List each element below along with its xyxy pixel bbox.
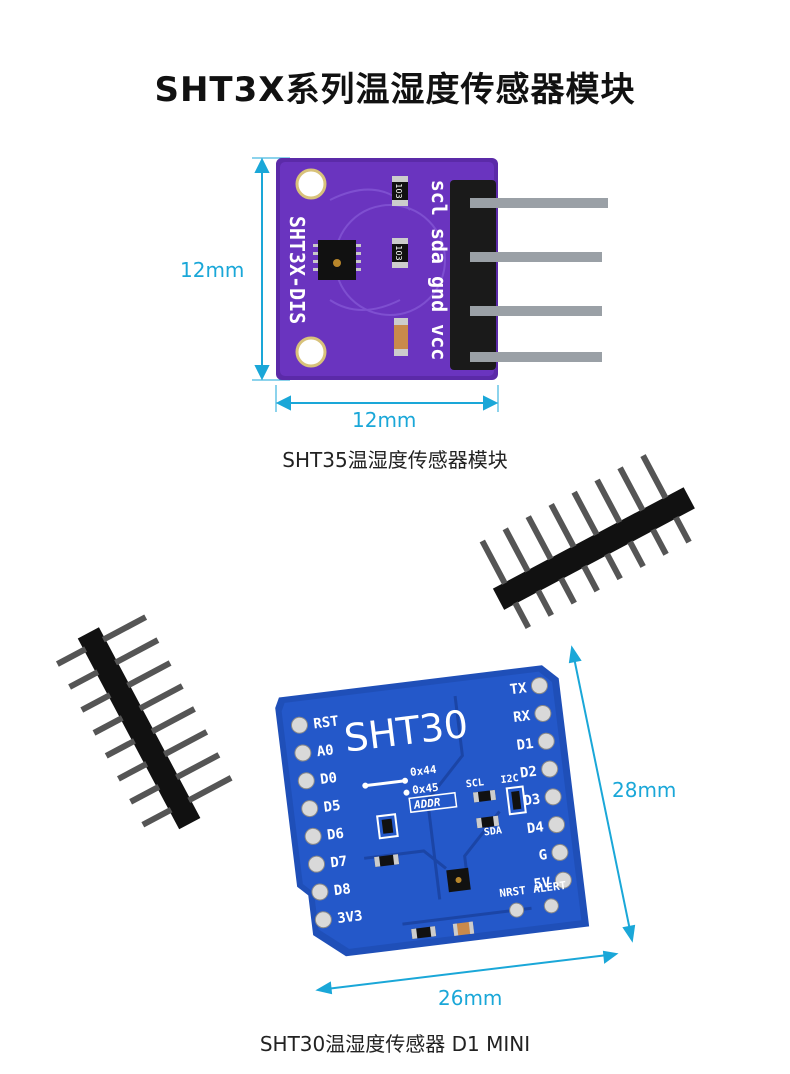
bottom-pin-nrst: NRST — [499, 884, 527, 900]
alert-pad — [543, 898, 559, 914]
module1-caption: SHT35温湿度传感器模块 — [282, 448, 508, 472]
mount-hole-top — [295, 168, 327, 200]
module2-caption: SHT30温湿度传感器 D1 MINI — [259, 1032, 531, 1056]
loose-header-right — [479, 454, 695, 629]
page-title: SHT3X系列温湿度传感器模块 — [154, 70, 636, 110]
left-pin-label: 3V3 — [336, 908, 363, 927]
module1-dimension-lines — [252, 157, 499, 412]
right-pin-label: D4 — [526, 819, 545, 837]
left-pin-label: A0 — [316, 742, 335, 760]
i2c-label-i2c: I2C — [500, 773, 519, 786]
left-pin-pads — [290, 716, 332, 929]
module1-pin-labels: scl sda gnd vcc — [427, 180, 451, 361]
module1-width-label: 12mm — [352, 408, 417, 432]
module2-width-label: 26mm — [438, 986, 503, 1010]
left-pin-label: RST — [313, 713, 340, 732]
left-pin-label: D5 — [323, 798, 342, 816]
right-pin-label: D2 — [519, 764, 538, 782]
addr-option-1: 0x44 — [409, 763, 437, 779]
module2-height-label: 28mm — [612, 778, 677, 802]
resistor-code-2: 103 — [394, 245, 403, 260]
right-pin-label: D3 — [523, 791, 542, 809]
right-pin-label: G — [538, 847, 548, 864]
smd-parts — [374, 785, 527, 940]
loose-header-left — [55, 614, 233, 830]
module1-pin-header — [450, 180, 496, 370]
module2-dimension-lines — [315, 645, 636, 995]
i2c-label-scl: SCL — [465, 777, 484, 790]
left-pin-label: D7 — [330, 853, 349, 871]
nrst-pad — [509, 902, 525, 918]
right-pin-label: 5V — [533, 875, 552, 893]
module1-header-pins — [470, 198, 608, 362]
right-pin-label: RX — [512, 708, 531, 726]
resistor-code-1: 103 — [394, 183, 403, 198]
module2-pcb: RST A0 D0 D5 D6 D7 D8 3V3 TX RX D1 D2 D3… — [275, 665, 590, 957]
module1-height-label: 12mm — [180, 258, 245, 282]
left-pin-label: D6 — [326, 826, 345, 844]
addr-option-2: 0x45 — [411, 781, 439, 797]
right-pin-pads — [530, 677, 572, 889]
left-pin-label: D8 — [333, 881, 352, 899]
mount-hole-bottom — [295, 336, 327, 368]
addr-label: ADDR — [412, 796, 441, 812]
right-pin-label: TX — [509, 680, 528, 698]
bottom-pin-alert: ALERT — [532, 879, 567, 896]
module1-board-label: SHT3X-DIS — [285, 216, 309, 324]
right-pin-label: D1 — [516, 736, 535, 754]
resistors — [392, 176, 408, 356]
left-pin-label: D0 — [319, 770, 338, 788]
i2c-label-sda: SDA — [483, 825, 502, 838]
